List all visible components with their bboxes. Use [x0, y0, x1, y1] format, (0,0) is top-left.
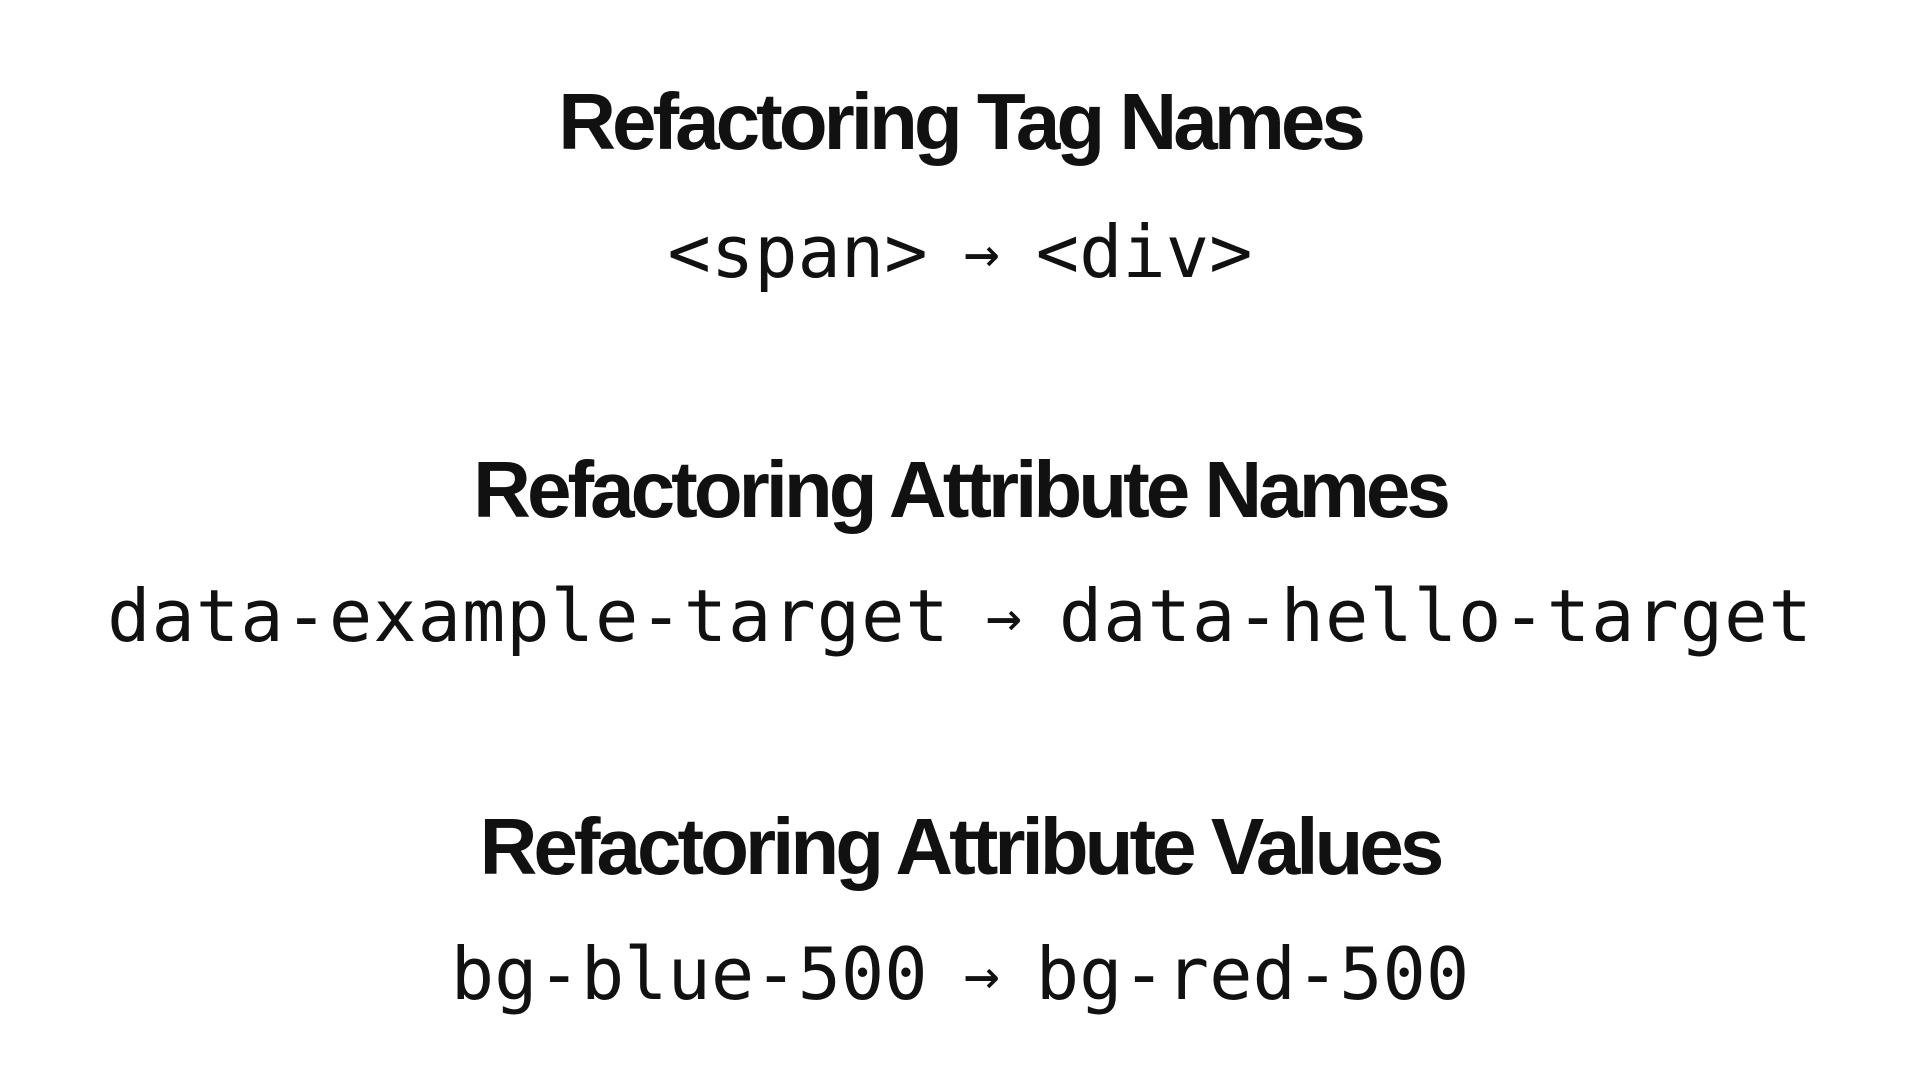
- code-from: bg-blue-500: [450, 932, 928, 1016]
- code-to: data-hello-target: [1058, 574, 1813, 658]
- heading-attribute-names: Refactoring Attribute Names: [473, 445, 1451, 534]
- code-example-attribute-values: bg-blue-500→bg-red-500: [0, 938, 1920, 1010]
- code-to: <div>: [1035, 210, 1253, 294]
- right-arrow-icon: →: [963, 940, 1000, 1010]
- heading-tag-names: Refactoring Tag Names: [558, 77, 1366, 166]
- right-arrow-icon: →: [963, 218, 1000, 288]
- heading-attribute-values: Refactoring Attribute Values: [479, 802, 1445, 891]
- code-from: data-example-target: [107, 574, 950, 658]
- code-to: bg-red-500: [1035, 932, 1470, 1016]
- code-from: <span>: [667, 210, 928, 294]
- code-example-tag-names: <span>→<div>: [0, 216, 1920, 288]
- code-example-attribute-names: data-example-target→data-hello-target: [0, 580, 1920, 652]
- right-arrow-icon: →: [985, 582, 1023, 652]
